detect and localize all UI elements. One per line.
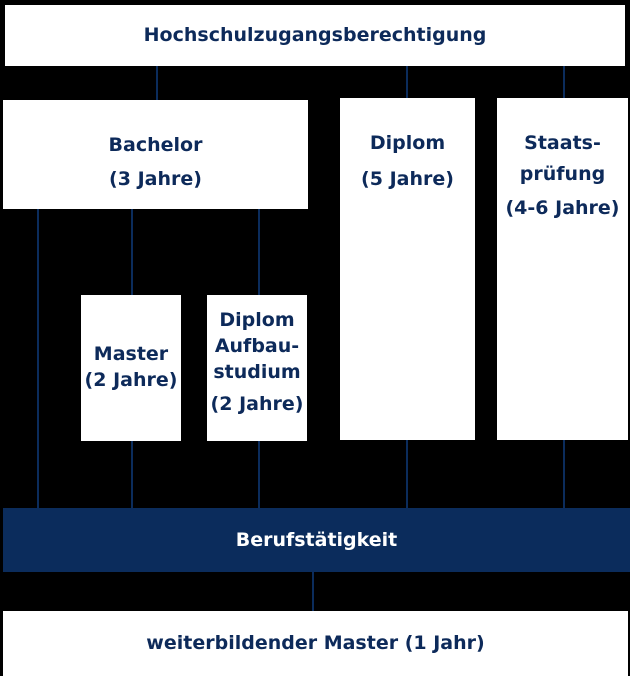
- node-label: Staats-: [524, 132, 601, 154]
- connector-hzb-staats: [563, 66, 565, 100]
- node-label: Bachelor: [108, 134, 203, 156]
- node-berufstaetigkeit: Berufstätigkeit: [3, 508, 630, 572]
- node-bachelor: Bachelor (3 Jahre): [3, 100, 308, 209]
- node-label: studium: [213, 361, 301, 383]
- connector-bachelor-master: [131, 209, 133, 296]
- connector-beruf-weiter: [312, 572, 314, 612]
- connector-hzb-diplom: [406, 66, 408, 100]
- node-label: Diplom: [219, 309, 295, 331]
- node-weiterbildender-master: weiterbildender Master (1 Jahr): [3, 611, 628, 676]
- connector-hzb-bachelor: [156, 66, 158, 100]
- node-diplom-aufbaustudium: Diplom Aufbau- studium (2 Jahre): [207, 295, 307, 441]
- node-label: (2 Jahre): [84, 369, 178, 391]
- node-master: Master (2 Jahre): [81, 295, 181, 441]
- node-label: Berufstätigkeit: [235, 528, 398, 551]
- connector-staats-beruf: [563, 440, 565, 510]
- node-staatspruefung: Staats- prüfung (4-6 Jahre): [497, 98, 628, 440]
- node-label: (2 Jahre): [210, 393, 304, 415]
- node-label: weiterbildender Master (1 Jahr): [146, 632, 485, 654]
- node-label: Master: [93, 343, 169, 365]
- connector-aufbau-beruf: [258, 440, 260, 510]
- node-diplom: Diplom (5 Jahre): [340, 98, 475, 440]
- connector-diplom-beruf: [406, 440, 408, 510]
- node-label: (4-6 Jahre): [505, 197, 620, 219]
- connector-bachelor-aufbau: [258, 209, 260, 296]
- node-label: Hochschulzugangsberechtigung: [143, 24, 487, 46]
- connector-bachelor-beruf-direct: [37, 209, 39, 510]
- node-hochschulzugangsberechtigung: Hochschulzugangsberechtigung: [5, 5, 625, 66]
- node-label: Diplom: [369, 132, 446, 154]
- node-label: Aufbau-: [214, 335, 300, 357]
- connector-master-beruf: [131, 440, 133, 510]
- node-label: prüfung: [519, 163, 606, 185]
- node-label: (5 Jahre): [361, 168, 454, 190]
- node-label: (3 Jahre): [109, 168, 202, 190]
